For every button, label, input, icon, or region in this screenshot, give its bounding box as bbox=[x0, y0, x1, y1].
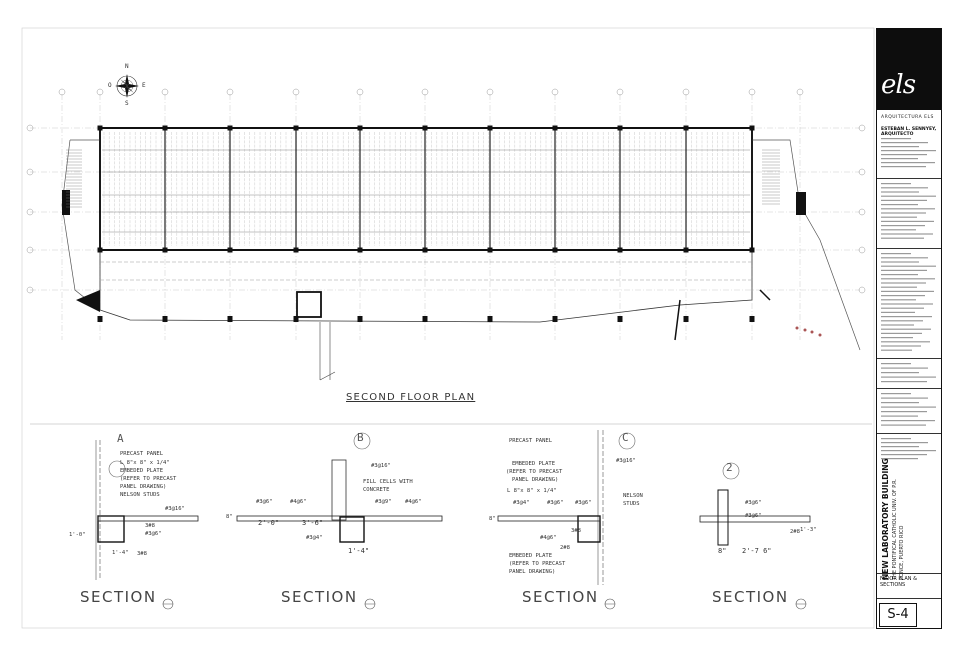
client-line-1: THE PONTIFICAL CATHOLIC UNIV. OF P.R. bbox=[892, 479, 898, 580]
section-c-rebar-5: 3#8 bbox=[571, 528, 581, 534]
firm-name: ARQUITECTURA ELS bbox=[881, 115, 934, 120]
section-b-note-1: FILL CELLS WITH bbox=[363, 479, 413, 485]
section-c-note-4: PANEL DRAWING) bbox=[512, 477, 559, 483]
client-line-2: PONCE, PUERTO RICO bbox=[899, 525, 905, 580]
project-info: NEW LABORATORY BUILDING THE PONTIFICAL C… bbox=[876, 455, 916, 580]
section-2-dim-3: 1'-3" bbox=[800, 527, 817, 533]
section-a-dim-1: 1'-0" bbox=[69, 532, 86, 538]
section-a-dim-2: 1'-4" bbox=[112, 550, 129, 556]
plan-title: SECOND FLOOR PLAN bbox=[346, 392, 476, 403]
section-c-note-2: EMBEDED PLATE bbox=[512, 461, 556, 467]
section-b-marker: B bbox=[357, 431, 364, 444]
section-a-rebar-2: #3@6" bbox=[145, 531, 162, 537]
section-a-note-4: (REFER TO PRECAST bbox=[120, 476, 177, 482]
section-a-note-3: EMBEDED PLATE bbox=[120, 468, 164, 474]
section-a-title: SECTION bbox=[80, 588, 157, 606]
compass-s-label: S bbox=[125, 100, 129, 107]
section-b-dim-4: 8" bbox=[226, 514, 233, 520]
section-b-rebar-4: #3@9" bbox=[375, 499, 392, 505]
section-a-note-6: NELSON STUDS bbox=[120, 492, 160, 498]
compass-o-label: O bbox=[108, 82, 112, 89]
section-2-marker: 2 bbox=[726, 461, 733, 474]
sheet-title-line-1: FLOOR PLAN & bbox=[880, 576, 917, 582]
sheet-number: S-4 bbox=[879, 603, 917, 627]
section-b-rebar-6: #3@4" bbox=[306, 535, 323, 541]
section-a-rebar-4: 3#8 bbox=[137, 551, 147, 557]
compass-e-label: E bbox=[142, 82, 146, 89]
logo: els bbox=[877, 28, 941, 110]
section-c-note-3: (REFER TO PRECAST bbox=[506, 469, 563, 475]
section-a-rebar-1: #3@16" bbox=[165, 506, 185, 512]
section-2-rebar-1: #3@6" bbox=[745, 500, 762, 506]
compass-icon bbox=[115, 74, 139, 98]
section-2-rebar-2: #3@6" bbox=[745, 513, 762, 519]
title-block-fill-text bbox=[881, 138, 936, 460]
section-b-note-2: CONCRETE bbox=[363, 487, 390, 493]
section-c-note-5: L 8"x 8" x 1/4" bbox=[507, 488, 557, 494]
section-b-dim-3: 1'-4" bbox=[348, 547, 370, 555]
section-a-marker: A bbox=[117, 432, 124, 445]
logo-text: els bbox=[881, 70, 916, 100]
section-a-note-1: PRECAST PANEL bbox=[120, 451, 164, 457]
section-c-rebar-3: #3@6" bbox=[547, 500, 564, 506]
section-c-note-7: STUDS bbox=[623, 501, 640, 507]
section-c-marker: C bbox=[622, 431, 629, 444]
section-c-rebar-1: #3@16" bbox=[616, 458, 636, 464]
section-2-dim-2: 8" bbox=[718, 547, 727, 555]
section-c-rebar-6: #4@6" bbox=[540, 535, 557, 541]
section-c-note-10: (REFER TO PRECAST bbox=[509, 561, 566, 567]
section-c-dim-1: 8" bbox=[489, 516, 496, 522]
section-a-note-2: L 8"x 8" x 1/4" bbox=[120, 460, 170, 466]
project-name: NEW LABORATORY BUILDING bbox=[881, 458, 890, 580]
section-b-dim-1: 2'-0" bbox=[258, 519, 280, 527]
section-c-rebar-4: #3@6" bbox=[575, 500, 592, 506]
section-c-note-1: PRECAST PANEL bbox=[509, 438, 553, 444]
section-c-rebar-2: #3@4" bbox=[513, 500, 530, 506]
section-c-title: SECTION bbox=[522, 588, 599, 606]
section-2-title: SECTION bbox=[712, 588, 789, 606]
section-a-rebar-3: 3#8 bbox=[145, 523, 155, 529]
sheet-title: FLOOR PLAN & SECTIONS bbox=[880, 576, 917, 589]
section-b-rebar-5: #4@6" bbox=[405, 499, 422, 505]
title-block: els ARQUITECTURA ELS ESTEBAN L. SENNYEY,… bbox=[876, 28, 942, 629]
architect-name: ESTEBAN L. SENNYEY, ARQUITECTO bbox=[881, 127, 937, 137]
section-a-note-5: PANEL DRAWING) bbox=[120, 484, 167, 490]
section-b-rebar-2: #3@6" bbox=[256, 499, 273, 505]
section-b-rebar-1: #3@16" bbox=[371, 463, 391, 469]
section-b-title: SECTION bbox=[281, 588, 358, 606]
section-c-note-11: PANEL DRAWING) bbox=[509, 569, 556, 575]
section-2-dim-1: 2'-7 6" bbox=[742, 547, 772, 555]
section-b-rebar-3: #4@6" bbox=[290, 499, 307, 505]
compass-n-label: N bbox=[125, 63, 129, 70]
section-2-rebar-3: 2#8 bbox=[790, 529, 800, 535]
section-c-note-8: 2#8 bbox=[560, 545, 570, 551]
sheet-title-line-2: SECTIONS bbox=[880, 581, 906, 588]
section-c-note-6: NELSON bbox=[623, 493, 643, 499]
section-b-dim-2: 3'-6" bbox=[302, 519, 324, 527]
section-c-note-9: EMBEDED PLATE bbox=[509, 553, 553, 559]
